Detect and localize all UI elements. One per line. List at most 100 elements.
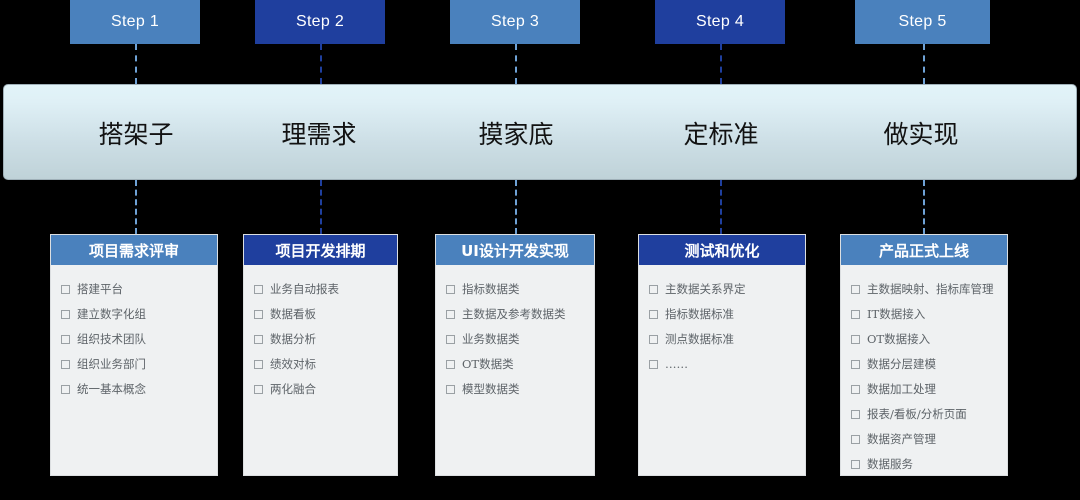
checkbox-square-icon bbox=[61, 310, 70, 319]
list-item-label: 建立数字化组 bbox=[77, 307, 146, 321]
checkbox-square-icon bbox=[649, 335, 658, 344]
detail-card-body-3: 指标数据类主数据及参考数据类业务数据类 OT数据类模型数据类 bbox=[436, 265, 594, 414]
connector-top-4 bbox=[720, 44, 722, 84]
connector-top-3 bbox=[515, 44, 517, 84]
detail-card-body-4: 主数据关系界定指标数据标准测点数据标准 …… bbox=[639, 265, 805, 389]
list-item: 两化融合 bbox=[254, 379, 391, 399]
detail-card-2: 项目开发排期业务自动报表数据看板数据分析绩效对标两化融合 bbox=[243, 234, 398, 476]
checkbox-square-icon bbox=[254, 285, 263, 294]
list-item-label: OT数据接入 bbox=[867, 332, 931, 346]
list-item: 数据分析 bbox=[254, 329, 391, 349]
connector-bottom-4 bbox=[720, 180, 722, 234]
list-item: 组织技术团队 bbox=[61, 329, 211, 349]
checkbox-square-icon bbox=[61, 285, 70, 294]
checkbox-square-icon bbox=[851, 385, 860, 394]
checkbox-square-icon bbox=[851, 435, 860, 444]
checkbox-square-icon bbox=[649, 285, 658, 294]
list-item: OT数据类 bbox=[446, 354, 588, 374]
checkbox-square-icon bbox=[254, 335, 263, 344]
connector-top-1 bbox=[135, 44, 137, 84]
list-item-label: 指标数据类 bbox=[462, 282, 520, 296]
list-item: 指标数据标准 bbox=[649, 304, 799, 324]
list-item: 数据服务 bbox=[851, 454, 1001, 474]
list-item: 指标数据类 bbox=[446, 279, 588, 299]
connector-top-5 bbox=[923, 44, 925, 84]
list-item-label: 组织业务部门 bbox=[77, 357, 146, 371]
list-item: …… bbox=[649, 354, 799, 374]
list-item-label: …… bbox=[665, 357, 688, 371]
step-chip-5[interactable]: Step 5 bbox=[855, 0, 990, 44]
detail-card-body-2: 业务自动报表数据看板数据分析绩效对标两化融合 bbox=[244, 265, 397, 414]
list-item: 数据看板 bbox=[254, 304, 391, 324]
list-item-label: OT数据类 bbox=[462, 357, 514, 371]
list-item-label: 主数据关系界定 bbox=[665, 282, 746, 296]
list-item-label: 统一基本概念 bbox=[77, 382, 146, 396]
detail-card-title-5: 产品正式上线 bbox=[841, 235, 1007, 265]
list-item-label: 业务自动报表 bbox=[270, 282, 339, 296]
checkbox-square-icon bbox=[254, 310, 263, 319]
connector-bottom-2 bbox=[320, 180, 322, 234]
connector-top-2 bbox=[320, 44, 322, 84]
checkbox-square-icon bbox=[851, 360, 860, 369]
phase-label-2: 理需求 bbox=[281, 120, 357, 149]
list-item: 模型数据类 bbox=[446, 379, 588, 399]
checkbox-square-icon bbox=[61, 385, 70, 394]
connector-bottom-5 bbox=[923, 180, 925, 234]
checkbox-square-icon bbox=[851, 460, 860, 469]
list-item-label: 数据资产管理 bbox=[867, 432, 936, 446]
list-item: 数据资产管理 bbox=[851, 429, 1001, 449]
list-item-label: 测点数据标准 bbox=[665, 332, 734, 346]
checkbox-square-icon bbox=[649, 310, 658, 319]
list-item: 数据分层建模 bbox=[851, 354, 1001, 374]
phase-banner: 搭架子理需求摸家底定标准做实现 bbox=[3, 84, 1077, 180]
list-item: 绩效对标 bbox=[254, 354, 391, 374]
step-chip-3[interactable]: Step 3 bbox=[450, 0, 580, 44]
list-item-label: 主数据映射、指标库管理 bbox=[867, 282, 994, 296]
list-item-label: 指标数据标准 bbox=[665, 307, 734, 321]
list-item-label: 数据服务 bbox=[867, 457, 913, 471]
detail-card-body-1: 搭建平台建立数字化组组织技术团队组织业务部门统一基本概念 bbox=[51, 265, 217, 414]
detail-card-5: 产品正式上线主数据映射、指标库管理 IT数据接入 OT数据接入数据分层建模数据加工处… bbox=[840, 234, 1008, 476]
checkbox-square-icon bbox=[446, 285, 455, 294]
checkbox-square-icon bbox=[446, 385, 455, 394]
phase-label-4: 定标准 bbox=[683, 120, 759, 149]
detail-card-title-1: 项目需求评审 bbox=[51, 235, 217, 265]
checkbox-square-icon bbox=[446, 310, 455, 319]
list-item: 组织业务部门 bbox=[61, 354, 211, 374]
list-item-label: 主数据及参考数据类 bbox=[462, 307, 566, 321]
detail-card-title-2: 项目开发排期 bbox=[244, 235, 397, 265]
checkbox-square-icon bbox=[446, 335, 455, 344]
step-chip-1[interactable]: Step 1 bbox=[70, 0, 200, 44]
list-item: 主数据映射、指标库管理 bbox=[851, 279, 1001, 299]
list-item: 搭建平台 bbox=[61, 279, 211, 299]
checkbox-square-icon bbox=[649, 360, 658, 369]
step-chip-4[interactable]: Step 4 bbox=[655, 0, 785, 44]
checkbox-square-icon bbox=[254, 360, 263, 369]
list-item-label: 数据看板 bbox=[270, 307, 316, 321]
list-item-label: 模型数据类 bbox=[462, 382, 520, 396]
list-item: 主数据及参考数据类 bbox=[446, 304, 588, 324]
list-item: 测点数据标准 bbox=[649, 329, 799, 349]
list-item-label: 报表/看板/分析页面 bbox=[867, 407, 967, 421]
list-item-label: IT数据接入 bbox=[867, 307, 926, 321]
list-item: 数据加工处理 bbox=[851, 379, 1001, 399]
connector-bottom-1 bbox=[135, 180, 137, 234]
detail-card-1: 项目需求评审搭建平台建立数字化组组织技术团队组织业务部门统一基本概念 bbox=[50, 234, 218, 476]
detail-card-title-3: UI设计开发实现 bbox=[436, 235, 594, 265]
phase-label-3: 摸家底 bbox=[478, 120, 554, 149]
list-item-label: 组织技术团队 bbox=[77, 332, 146, 346]
list-item-label: 数据分析 bbox=[270, 332, 316, 346]
list-item-label: 两化融合 bbox=[270, 382, 316, 396]
list-item: 报表/看板/分析页面 bbox=[851, 404, 1001, 424]
checkbox-square-icon bbox=[851, 335, 860, 344]
list-item: 业务数据类 bbox=[446, 329, 588, 349]
list-item: OT数据接入 bbox=[851, 329, 1001, 349]
checkbox-square-icon bbox=[446, 360, 455, 369]
checkbox-square-icon bbox=[851, 285, 860, 294]
list-item-label: 数据加工处理 bbox=[867, 382, 936, 396]
list-item: 主数据关系界定 bbox=[649, 279, 799, 299]
list-item-label: 业务数据类 bbox=[462, 332, 520, 346]
step-chip-2[interactable]: Step 2 bbox=[255, 0, 385, 44]
list-item: IT数据接入 bbox=[851, 304, 1001, 324]
